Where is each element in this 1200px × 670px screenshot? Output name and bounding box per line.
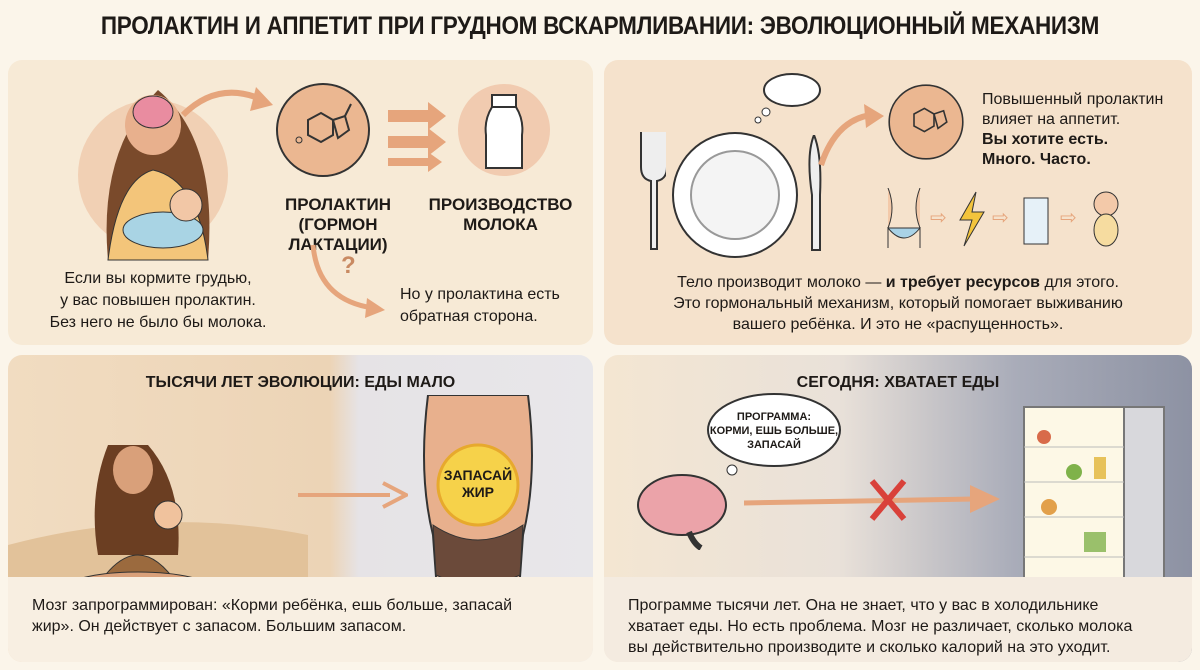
evolution-heading: ТЫСЯЧИ ЛЕТ ЭВОЛЮЦИИ: ЕДЫ МАЛО [145, 374, 456, 391]
mother-breastfeeding-illustration [78, 90, 228, 261]
text-left-2: у вас повышен пролактин. [60, 292, 256, 309]
bubble-line-2: КОРМИ, ЕШЬ БОЛЬШЕ, [709, 425, 839, 437]
milk-bottle-icon [458, 84, 550, 176]
prolactin-label: ПРОЛАКТИН [284, 195, 392, 214]
evolution-caption: Мозг запрограммирован: «Корми ребёнка, е… [8, 577, 593, 662]
down-arrow-icon [310, 244, 385, 318]
knife-icon [808, 135, 822, 251]
resources-line-2: Это гормональный механизм, который помог… [673, 295, 1123, 312]
fork-icon [640, 132, 666, 250]
text-right-2: обратная сторона. [400, 308, 538, 325]
text-right-1: Но у пролактина есть [400, 286, 560, 303]
svg-text:⇨: ⇨ [1060, 207, 1077, 229]
prolactin-molecule-icon [888, 84, 964, 160]
milk-production-label-2: МОЛОКА [463, 215, 538, 234]
brain-icon [637, 474, 727, 550]
store-fat-label: ЗАПАСАЙ [443, 467, 513, 483]
bubble-line-3: ЗАПАСАЙ [747, 439, 801, 451]
thought-bubble [707, 393, 841, 476]
thought-cloud-icon [754, 73, 821, 124]
today-caption: Программе тысячи лет. Она не знает, что … [604, 577, 1192, 662]
milk-carton-icon [1023, 197, 1049, 245]
text-left-1: Если вы кормите грудью, [64, 270, 252, 287]
appetite-text-1: Повышенный пролактин [982, 91, 1164, 108]
prolactin-molecule-icon [276, 83, 370, 177]
bubble-line-1: ПРОГРАММА: [736, 411, 812, 423]
page-title: ПРОЛАКТИН И АППЕТИТ ПРИ ГРУДНОМ ВСКАРМЛИ… [100, 12, 1100, 40]
caption-line-1: Программе тысячи лет. Она не знает, что … [628, 597, 1099, 614]
right-arrow-icon [298, 481, 408, 509]
appetite-text-2: влияет на аппетит. [982, 111, 1121, 128]
plate-icon [672, 132, 798, 258]
curved-arrow-icon [818, 104, 884, 166]
caption-line-2: жир». Он действует с запасом. Большим за… [32, 618, 407, 635]
appetite-bold-2: Много. Часто. [982, 151, 1091, 168]
resources-line-1: Тело производит молоко — и требует ресур… [677, 274, 1119, 291]
cross-icon [869, 479, 907, 521]
today-heading: СЕГОДНЯ: ХВАТАЕТ ЕДЫ [796, 374, 1000, 391]
open-fridge-illustration [1023, 406, 1165, 598]
caption-line-2: хватает еды. Но есть проблема. Мозг не р… [628, 618, 1133, 635]
panel-today: СЕГОДНЯ: ХВАТАЕТ ЕДЫ ПРОГРАММА: КОРМИ, Е… [604, 355, 1192, 662]
text-left-3: Без него не было бы молока. [49, 314, 267, 331]
body-to-baby-flow-icons: ⇨ ⇨ ⇨ [886, 188, 1119, 248]
waist-icon [886, 188, 922, 248]
curved-arrow-icon [180, 87, 273, 118]
panel-appetite: Повышенный пролактин влияет на аппетит. … [604, 60, 1192, 345]
appetite-bold-1: Вы хотите есть. [982, 131, 1109, 148]
arrow-icon: ⇨ [930, 207, 947, 229]
baby-icon [1093, 191, 1119, 247]
milk-production-label: ПРОИЗВОДСТВО [428, 195, 573, 214]
belly-illustration [423, 395, 533, 606]
caption-line-3: вы действительно производите и сколько к… [628, 639, 1111, 656]
question-mark: ? [341, 252, 356, 279]
lightning-icon [959, 191, 985, 247]
blocked-arrow [744, 479, 1000, 521]
panel-evolution: ТЫСЯЧИ ЛЕТ ЭВОЛЮЦИИ: ЕДЫ МАЛО ЗАПАСАЙ ЖИ… [8, 355, 593, 662]
resources-line-3: вашего ребёнка. И это не «распущенность»… [732, 316, 1064, 333]
caption-line-1: Мозг запрограммирован: «Корми ребёнка, е… [32, 597, 513, 614]
store-fat-label-2: ЖИР [461, 484, 495, 500]
svg-text:⇨: ⇨ [992, 207, 1009, 229]
triple-arrows-icon [388, 102, 446, 172]
